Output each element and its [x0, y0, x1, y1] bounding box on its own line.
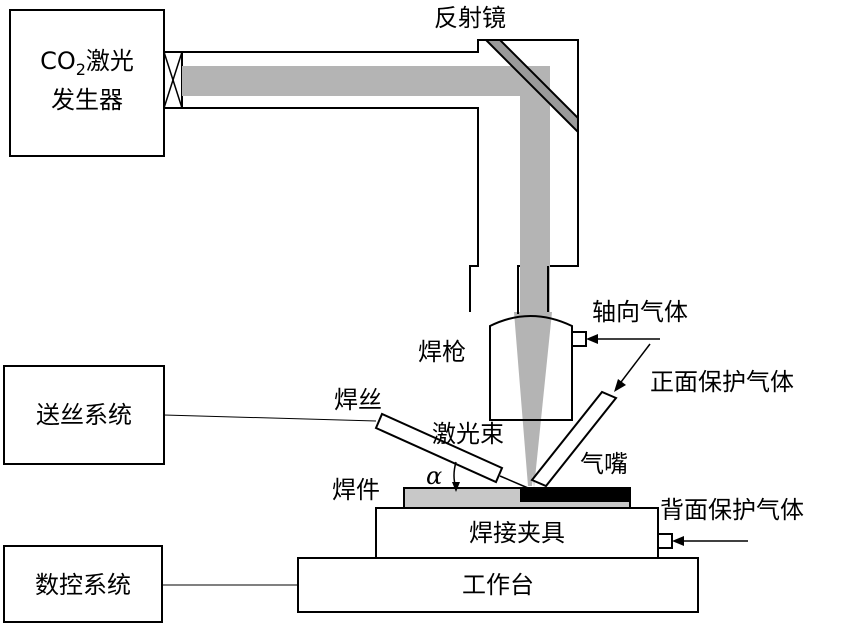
wire-feed-system-box: [3, 365, 165, 465]
back-gas-port: [657, 533, 673, 549]
wire-tip: [499, 475, 529, 489]
welding-wire-label: 焊丝: [334, 386, 382, 414]
laser-beam-cone: [518, 312, 552, 488]
laser-output-window: [163, 51, 183, 109]
back-shield-gas-label: 背面保护气体: [660, 496, 804, 524]
angle-arrow: [452, 482, 460, 492]
worktable-box: [297, 557, 699, 613]
axial-gas-label: 轴向气体: [592, 298, 688, 326]
laser-generator-line2: 发生器: [51, 85, 123, 114]
cnc-system-label: 数控系统: [35, 571, 131, 599]
axial-gas-arrow: [586, 334, 660, 344]
front-shield-gas-label: 正面保护气体: [650, 368, 794, 396]
welding-torch-label: 焊枪: [418, 338, 466, 366]
worktable-label: 工作台: [462, 571, 534, 599]
mirror-label: 反射镜: [434, 4, 506, 32]
gas-nozzle: [530, 390, 618, 488]
wire-feed-connector: [163, 414, 377, 422]
wire-feed-system-label: 送丝系统: [36, 401, 132, 429]
laser-beam-vertical: [514, 66, 550, 486]
mirror: [483, 39, 579, 135]
laser-beam-label: 激光束: [432, 420, 504, 448]
laser-beam-horizontal: [182, 66, 526, 96]
front-gas-arrow: [614, 343, 651, 392]
nozzle-label: 气嘴: [580, 450, 628, 478]
cnc-system-box: [3, 545, 163, 623]
angle-alpha-label: α: [426, 462, 443, 490]
weld-seam: [520, 488, 630, 502]
axial-gas-port: [571, 331, 587, 347]
laser-generator-line1: CO2激光: [40, 47, 134, 79]
laser-generator-label: CO2激光 发生器: [10, 46, 164, 115]
welding-fixture-label: 焊接夹具: [469, 519, 565, 547]
welding-torch: [489, 315, 573, 421]
workpiece-label: 焊件: [332, 476, 380, 504]
back-gas-arrow: [672, 536, 748, 546]
laser-generator-box: [9, 9, 165, 157]
